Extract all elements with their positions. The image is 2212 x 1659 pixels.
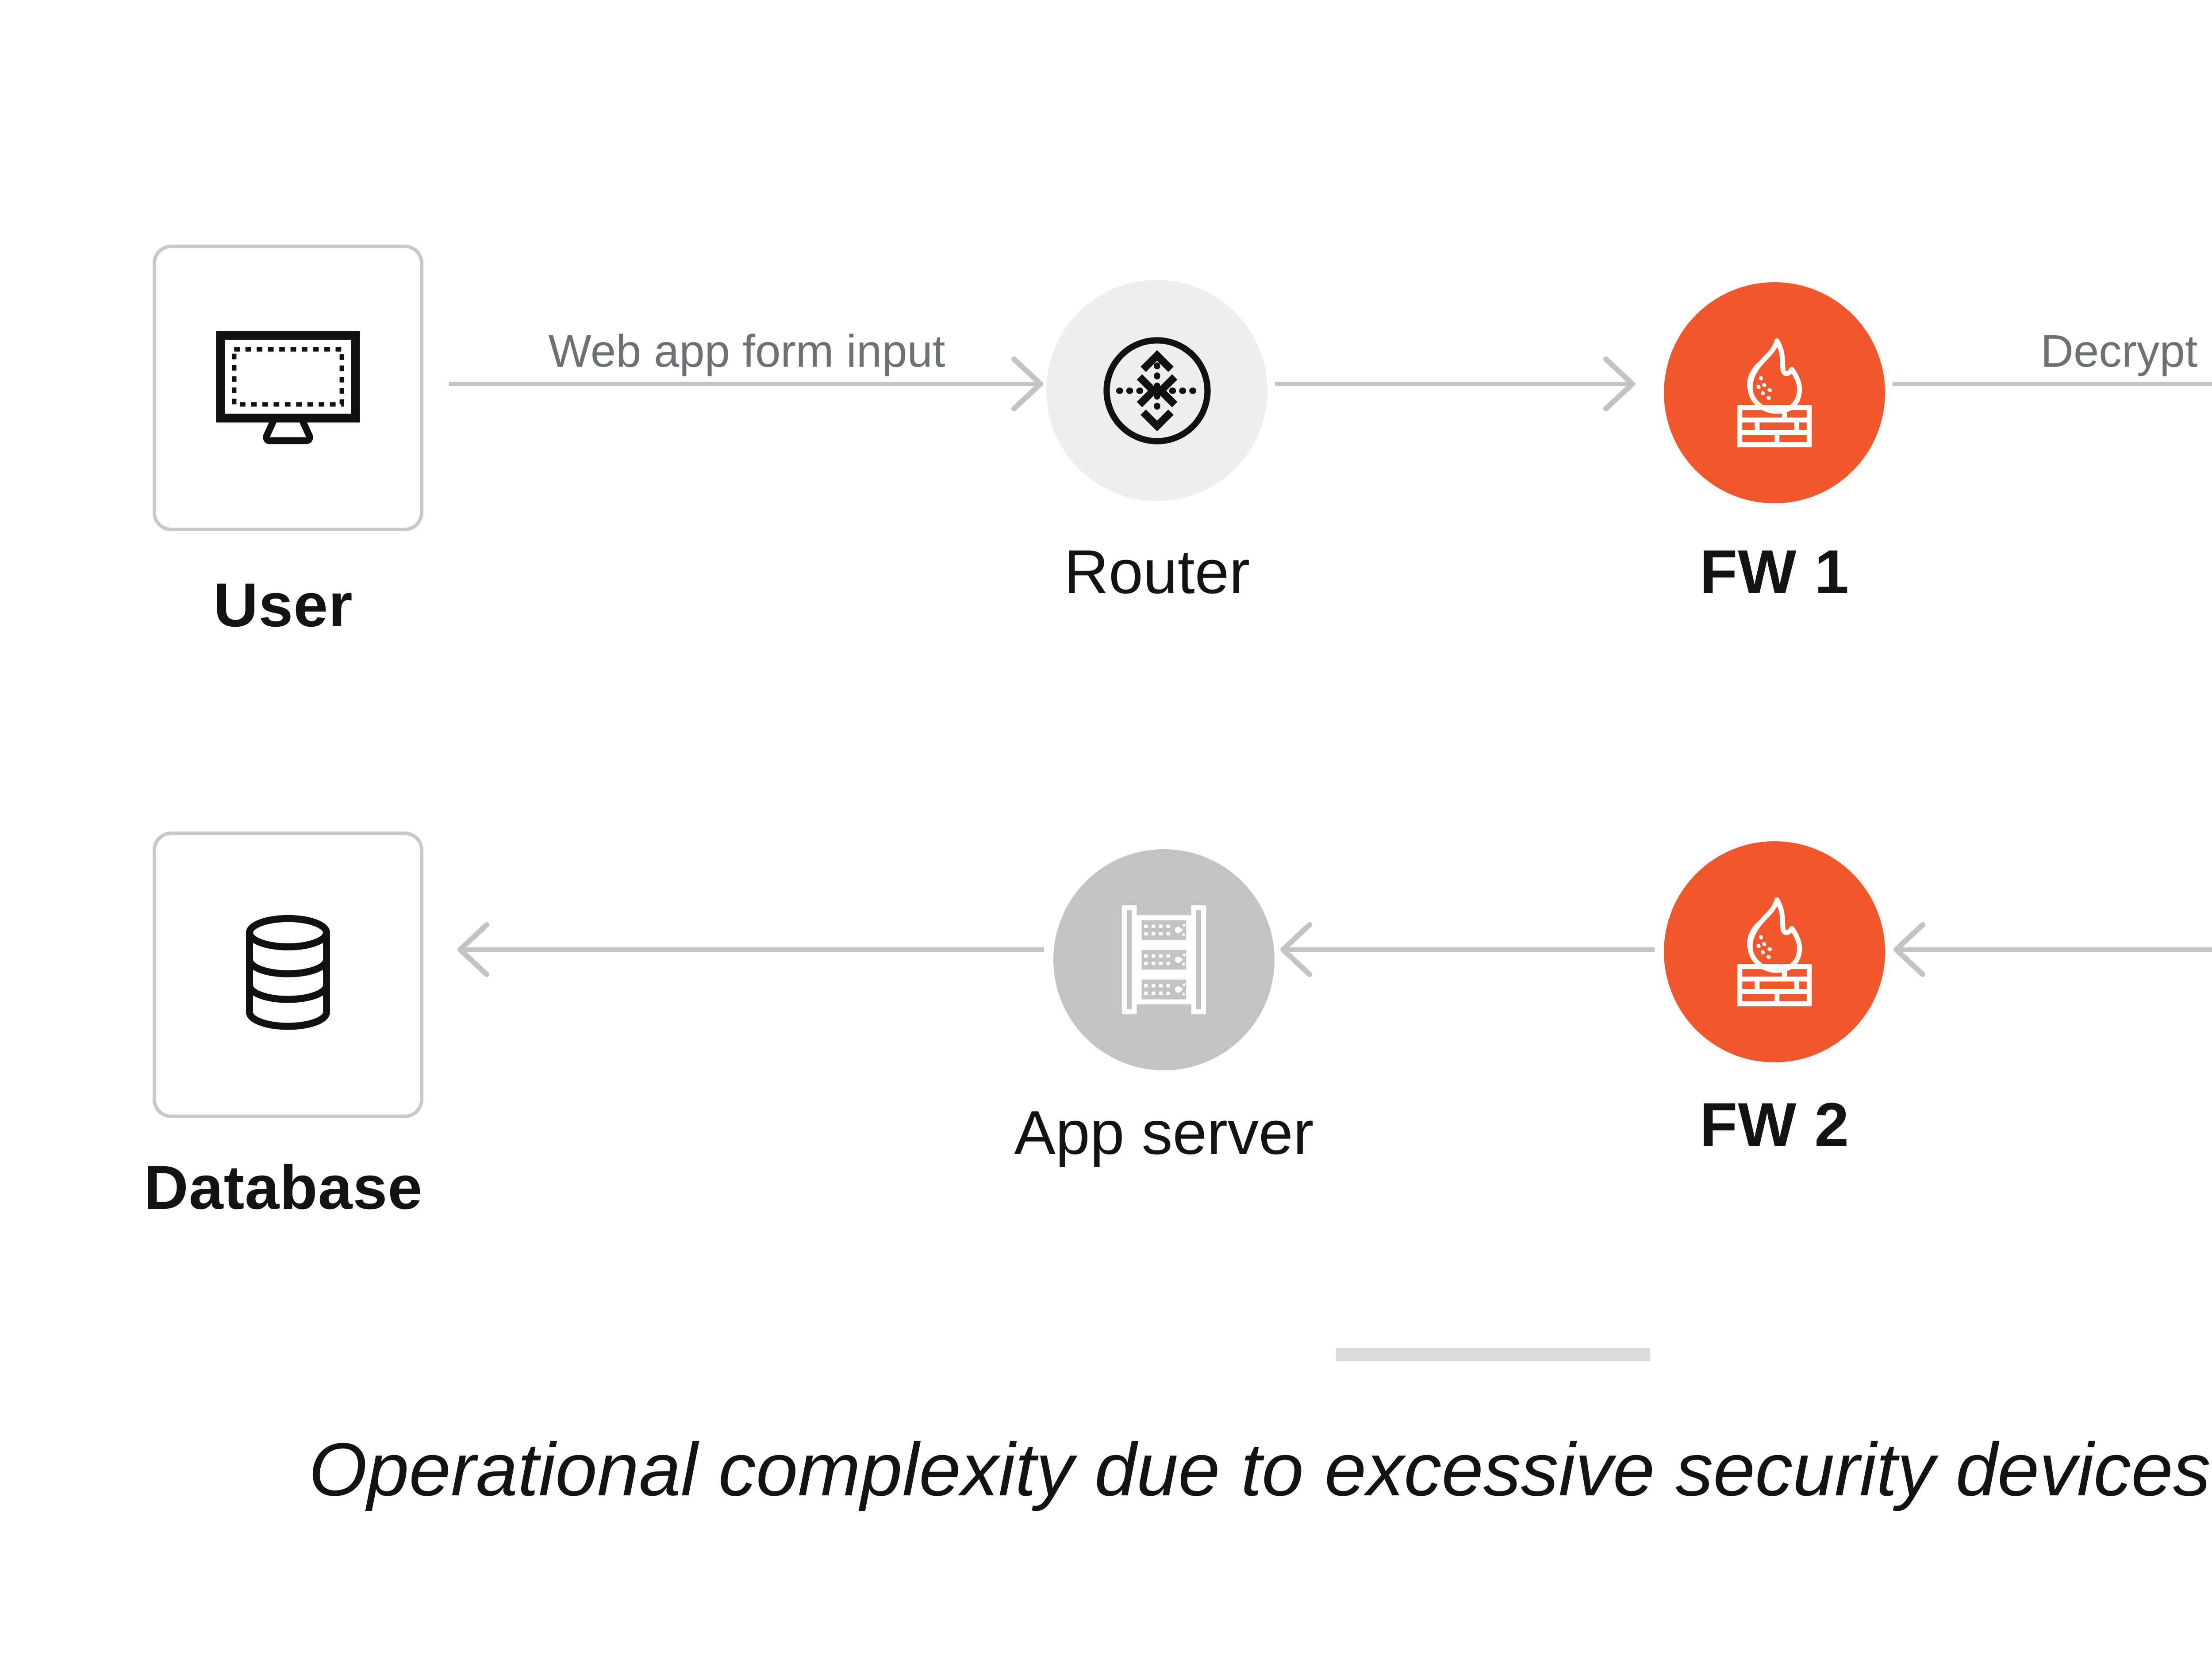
fw2-node [1664,841,1885,1062]
edge-label-web-app-form-input: Web app form input [548,326,945,376]
firewall-icon [1713,331,1836,455]
user-label: User [213,570,353,640]
arrow-pcap-to-fw2 [1893,922,2212,977]
app-server-label: App server [1014,1098,1314,1167]
fw1-label: FW 1 [1699,537,1850,606]
arrow-app-server-to-database [457,922,1044,977]
database-node [153,831,423,1118]
app-server-node [1053,849,1275,1070]
fw2-label: FW 2 [1699,1090,1850,1159]
fw1-node [1664,282,1885,503]
router-label: Router [1064,537,1250,606]
divider-line [1336,1348,1650,1361]
router-node [1046,280,1267,501]
arrow-fw2-to-app-server [1280,922,1655,977]
router-icon [1094,328,1220,454]
user-node [153,245,423,531]
firewall-icon [1713,890,1836,1014]
edge-label-decrypt: Decrypt [2040,326,2198,376]
arrow-user-to-router [449,356,1043,411]
caption-text: Operational complexity due to excessive … [308,1428,2212,1512]
arrow-fw1-to-ips [1893,382,2212,386]
database-icon [224,904,352,1046]
monitor-icon [213,326,363,451]
arrow-router-to-fw1 [1275,356,1635,411]
server-rack-icon [1102,898,1226,1022]
database-label: Database [143,1153,423,1222]
